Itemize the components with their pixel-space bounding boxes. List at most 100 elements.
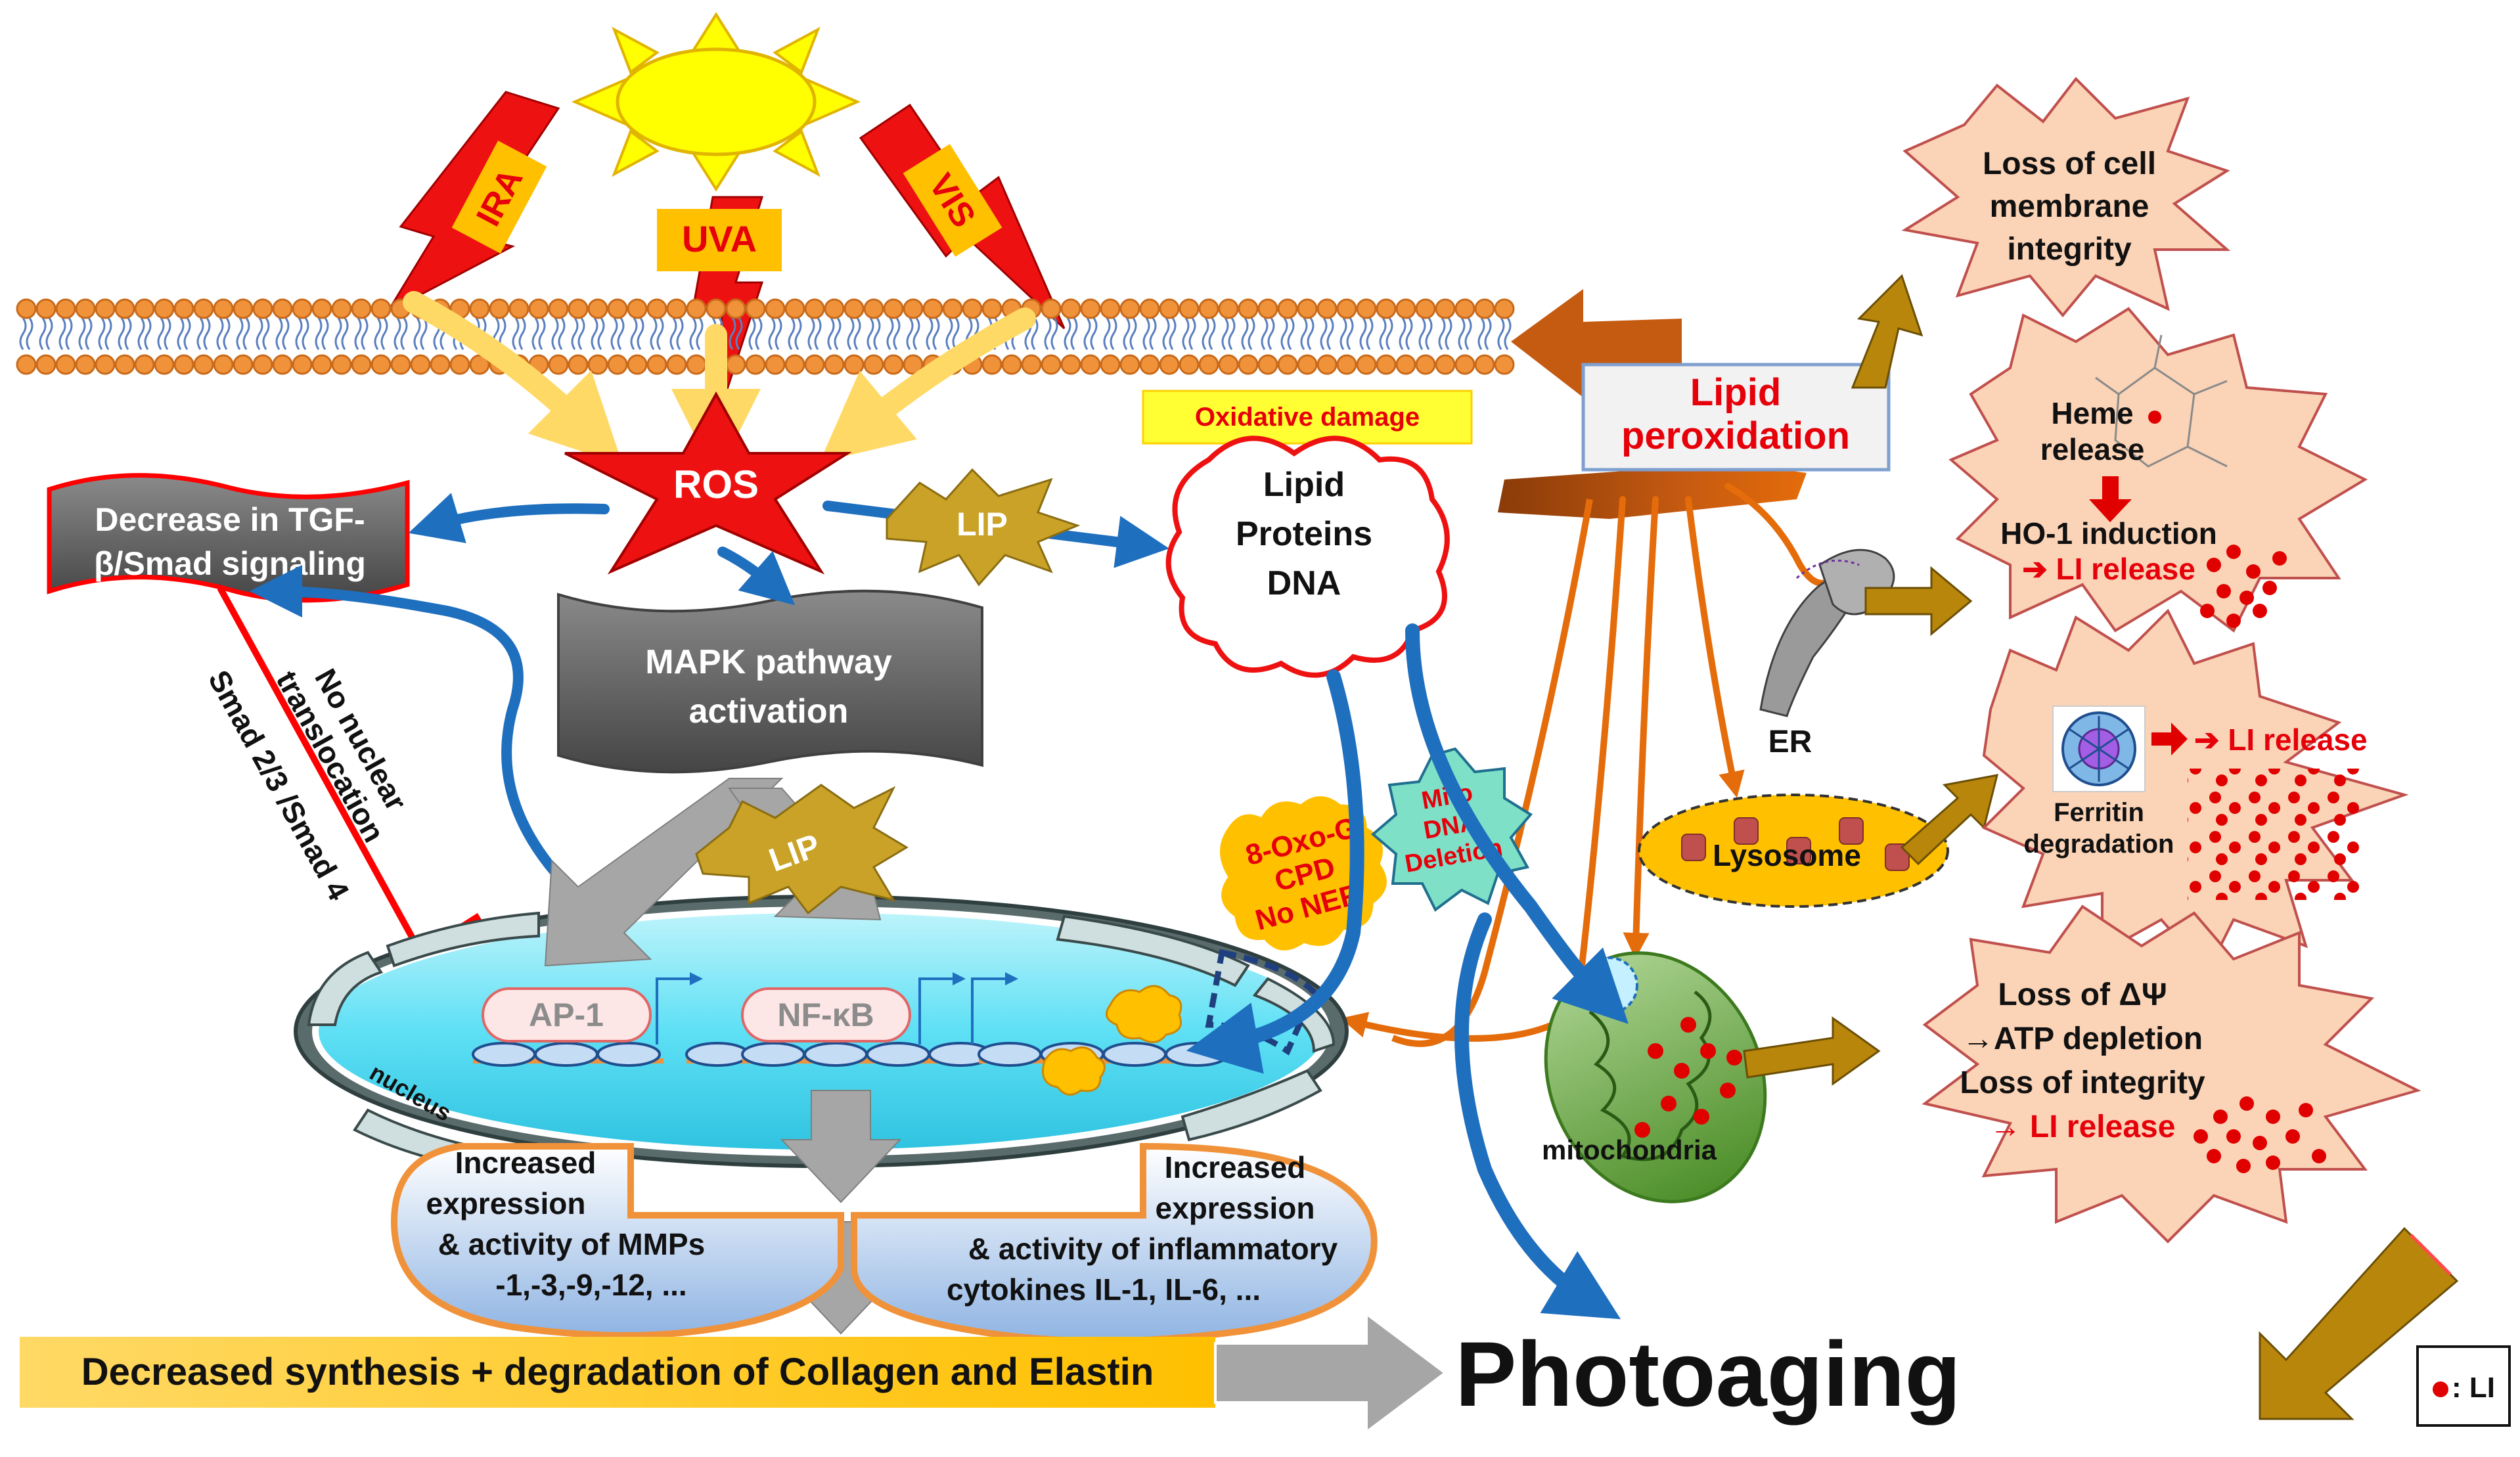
mmps-line3: & activity of MMPs <box>438 1227 705 1261</box>
mito-burst-line1: Loss of ΔΨ <box>1998 977 2167 1012</box>
phospholipid-tail <box>1280 317 1295 350</box>
phospholipid-head <box>430 354 451 375</box>
phospholipid-head <box>607 354 628 375</box>
phospholipid-tail <box>315 317 329 350</box>
phospholipid-head <box>16 298 37 319</box>
transcription-arrows <box>656 972 1018 1044</box>
phospholipid-head <box>489 298 510 319</box>
mito-burst-line3: Loss of integrity <box>1960 1065 2205 1100</box>
phospholipid-head <box>1336 298 1357 319</box>
cloud-line2: Proteins <box>1236 515 1372 553</box>
ferritin-red-arrow <box>2151 723 2188 755</box>
phospholipid-tail <box>1477 317 1492 350</box>
nucleosome <box>803 1042 868 1067</box>
lip-burst-lower: LIP <box>695 784 909 915</box>
phospholipid-head <box>173 354 194 375</box>
phospholipid-head <box>1119 298 1140 319</box>
phospholipid-head <box>371 354 392 375</box>
phospholipid-head <box>745 298 766 319</box>
lip-burst-upper: LIP <box>886 468 1081 587</box>
phospholipid-head <box>469 354 490 375</box>
li-dot-icon <box>2433 1381 2448 1397</box>
nucleosome <box>472 1042 536 1067</box>
phospholipid-head <box>114 298 135 319</box>
phospholipid-tail <box>1399 317 1413 350</box>
phospholipid-tail <box>1142 317 1157 350</box>
mmps-line2: expression <box>426 1186 586 1221</box>
phospholipid-tail <box>1458 317 1472 350</box>
phospholipid-head <box>1435 298 1456 319</box>
phospholipid-head <box>134 298 155 319</box>
phospholipid-head <box>627 354 648 375</box>
phospholipid-head <box>1277 354 1298 375</box>
phospholipid-tail <box>1320 317 1334 350</box>
vis-bolt: VIS <box>859 103 1066 330</box>
tgf-banner: Decrease in TGF- β/Smad signaling <box>47 473 410 603</box>
mapk-line1: MAPK pathway <box>645 643 892 681</box>
phospholipid-head <box>725 354 746 375</box>
phospholipid-tail <box>236 317 250 350</box>
phospholipid-tail <box>1202 317 1216 350</box>
phospholipid-head <box>686 298 707 319</box>
phospholipid-tail <box>1418 317 1433 350</box>
ap1-label: AP-1 <box>529 997 604 1033</box>
phospholipid-head <box>1139 354 1160 375</box>
phospholipid-tail <box>650 317 664 350</box>
phospholipid-head <box>1238 354 1259 375</box>
phospholipid-tail <box>1221 317 1236 350</box>
phospholipid-head <box>55 354 76 375</box>
lipid-peroxidation-line2: peroxidation <box>1621 415 1850 457</box>
nfkb-factor: NF-κB <box>741 987 911 1042</box>
phospholipid-tail <box>295 317 309 350</box>
olive-arrow-er-heme <box>1864 566 1973 637</box>
phospholipid-tail <box>1241 317 1255 350</box>
phospholipid-tail <box>886 317 901 350</box>
damage-cloud: Lipid Proteins DNA <box>1165 436 1450 678</box>
phospholipid-tail <box>1359 317 1374 350</box>
phospholipid-head <box>844 298 865 319</box>
phospholipid-head <box>292 354 313 375</box>
lipid-peroxidation-arrow <box>1498 289 1807 519</box>
phospholipid-head <box>607 298 628 319</box>
phospholipid-tail <box>157 317 171 350</box>
phospholipid-head <box>883 354 904 375</box>
nucleosome <box>1102 1042 1167 1067</box>
heme-li-dots <box>2200 545 2287 628</box>
oxidative-damage-label-box: Oxidative damage <box>1142 390 1473 445</box>
phospholipid-head <box>1119 354 1140 375</box>
phospholipid-head <box>1277 298 1298 319</box>
ap1-factor: AP-1 <box>482 987 652 1042</box>
phospholipid-head <box>154 298 175 319</box>
photoaging-title: Photoaging <box>1455 1322 1961 1425</box>
phospholipid-tail <box>748 317 763 350</box>
ros-label: ROS <box>673 462 759 506</box>
phospholipid-head <box>765 298 786 319</box>
phospholipid-head <box>311 354 332 375</box>
phospholipid-head <box>1297 354 1318 375</box>
phospholipid-head <box>154 354 175 375</box>
phospholipid-tail <box>630 317 644 350</box>
phospholipid-tail <box>1379 317 1393 350</box>
heme-line3: HO-1 induction <box>2000 516 2217 550</box>
phospholipid-head <box>351 354 372 375</box>
mitochondria-label: mitochondria <box>1542 1134 1717 1165</box>
phospholipid-tail <box>729 317 743 350</box>
phospholipid-head <box>1316 298 1338 319</box>
phospholipid-tail <box>354 317 369 350</box>
dna-lesion-blobs <box>1042 985 1182 1096</box>
phospholipid-tail <box>906 317 920 350</box>
phospholipid-head <box>646 354 667 375</box>
phospholipid-head <box>804 354 825 375</box>
legend-box: : LI <box>2416 1345 2511 1427</box>
phospholipid-head <box>981 298 1002 319</box>
olive-arrow-to-membrane <box>1851 274 1924 389</box>
phospholipid-tail <box>196 317 211 350</box>
phospholipid-tail <box>689 317 704 350</box>
smad-inhibition: No nuclear translocation Smad 2/3 /Smad … <box>202 586 482 993</box>
phospholipid-head <box>449 354 470 375</box>
ira-bolt: IRA <box>384 91 560 315</box>
dna-damage-burst: 8-Oxo-G CPD No NER <box>1220 796 1387 951</box>
burst-membrane-integrity: Loss of cell membrane integrity <box>1901 76 2231 318</box>
phospholipid-tail <box>374 317 388 350</box>
phospholipid-head <box>883 298 904 319</box>
